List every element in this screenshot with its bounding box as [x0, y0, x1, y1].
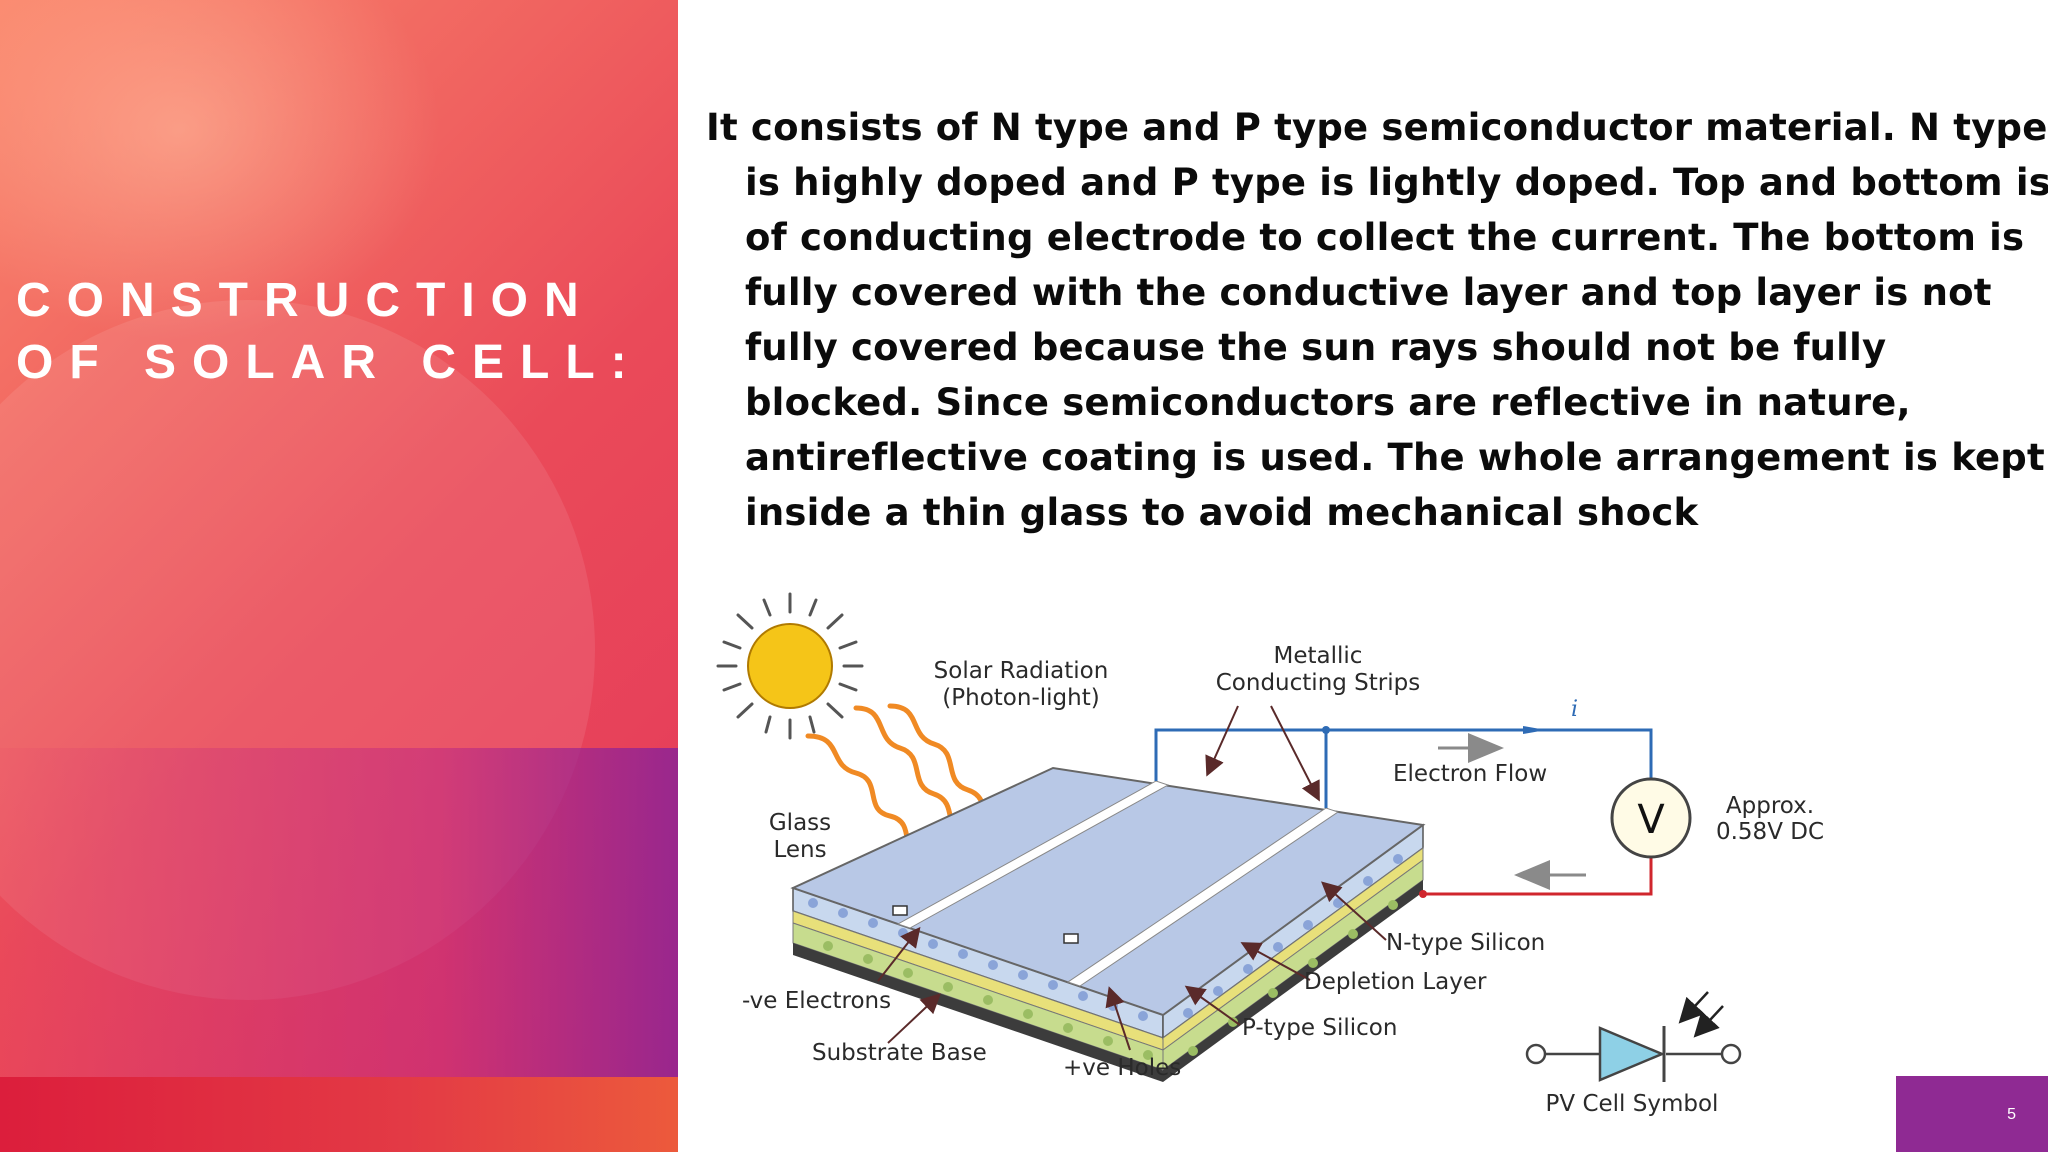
label-p-type: P-type Silicon: [1242, 1015, 1397, 1041]
label-voltage: 0.58V DC: [1716, 819, 1824, 845]
bottom-accent-strip: [0, 1077, 678, 1152]
title-panel: CONSTRUCTION OF SOLAR CELL:: [0, 0, 678, 1077]
label-substrate: Substrate Base: [812, 1040, 987, 1066]
pv-cell-symbol-icon: [1525, 991, 1742, 1082]
label-pv-symbol: PV Cell Symbol: [1546, 1091, 1719, 1117]
label-glass: Glass: [769, 810, 831, 836]
voltmeter-label: V: [1637, 797, 1665, 843]
label-metallic: Metallic: [1274, 643, 1363, 669]
label-holes: +ve Holes: [1063, 1055, 1181, 1081]
page-number: 5: [2007, 1106, 2016, 1123]
solar-cell-block: [790, 766, 1426, 1082]
decorative-band: [0, 748, 678, 1077]
slide-title: CONSTRUCTION OF SOLAR CELL:: [16, 274, 643, 389]
solar-cell-diagram: V Solar Radiation (Photon-light) Metalli…: [716, 592, 1824, 1117]
label-n-type: N-type Silicon: [1386, 930, 1545, 956]
label-current: i: [1571, 697, 1578, 722]
label-depletion: Depletion Layer: [1304, 969, 1487, 995]
label-approx: Approx.: [1726, 793, 1814, 819]
page-number-badge: 5: [1896, 1076, 2048, 1152]
label-lens: Lens: [773, 837, 826, 863]
label-conducting-strips: Conducting Strips: [1216, 670, 1420, 696]
label-photon-light: (Photon-light): [942, 685, 1099, 711]
current-arrow-icon: [1523, 726, 1546, 734]
label-electron-flow: Electron Flow: [1393, 761, 1547, 787]
voltmeter-icon: V: [1610, 777, 1692, 859]
sun-icon: [716, 592, 864, 740]
circuit-wires: [1154, 726, 1653, 898]
label-electrons: -ve Electrons: [742, 988, 891, 1014]
label-solar-radiation: Solar Radiation: [934, 658, 1109, 684]
slide-body-text: It consists of N type and P type semicon…: [706, 106, 2048, 534]
